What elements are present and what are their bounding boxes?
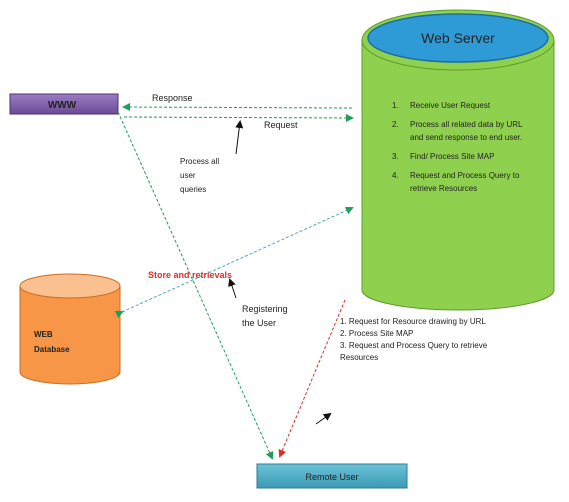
response-label: Response [152,93,193,103]
remote-step: 3. Request and Process Query to retrieve [340,341,488,350]
store-retrieval-arrow [114,206,354,319]
remote-user-node: Remote User [256,463,408,489]
www-node: WWW [9,93,119,115]
web-database-node: WEB Database [19,273,121,385]
remote-steps-pointer [315,412,332,425]
registering-label: Registering the User [242,304,288,328]
process-queries-line: user [180,171,196,180]
process-queries-label: Process all user queries [180,157,219,194]
remote-step: 2. Process Site MAP [340,329,413,338]
server-step-text: Receive User Request [410,101,491,110]
remote-user-label: Remote User [305,472,358,482]
store-retrievals-label: Store and retrievals [148,270,232,280]
server-step-number: 4. [392,171,399,180]
remote-steps-list: 1. Request for Resource drawing by URL 2… [340,317,488,362]
registering-pointer [228,278,237,299]
registering-line: the User [242,318,276,328]
server-step-text: Request and Process Query to [410,171,520,180]
process-queries-line: queries [180,185,206,194]
web-server-title: Web Server [421,30,495,46]
server-step-text: and send response to end user. [410,133,522,142]
web-server-cap [367,13,549,63]
www-to-remote-user-arrow [117,111,274,460]
request-arrow [123,113,354,122]
database-label-line1: WEB [34,330,53,339]
web-server-node: Web Server 1. Receive User Request 2. Proce… [361,9,555,311]
registering-line: Registering [242,304,288,314]
process-queries-line: Process all [180,157,219,166]
request-label: Request [264,120,298,130]
process-queries-pointer [235,120,244,155]
server-step-number: 2. [392,120,399,129]
database-label-line2: Database [34,345,70,354]
server-steps-list: 1. Receive User Request 2. Process all rela… [392,101,523,193]
server-step-text: retrieve Resources [410,184,477,193]
server-to-remote-user-arrow [278,299,346,458]
server-step-number: 1. [392,101,399,110]
remote-step: 1. Request for Resource drawing by URL [340,317,486,326]
server-step-number: 3. [392,152,399,161]
remote-step: Resources [340,353,378,362]
server-step-text: Process all related data by URL [410,120,523,129]
response-arrow [122,103,353,112]
www-label: WWW [48,100,77,111]
server-step-text: Find/ Process Site MAP [410,152,494,161]
